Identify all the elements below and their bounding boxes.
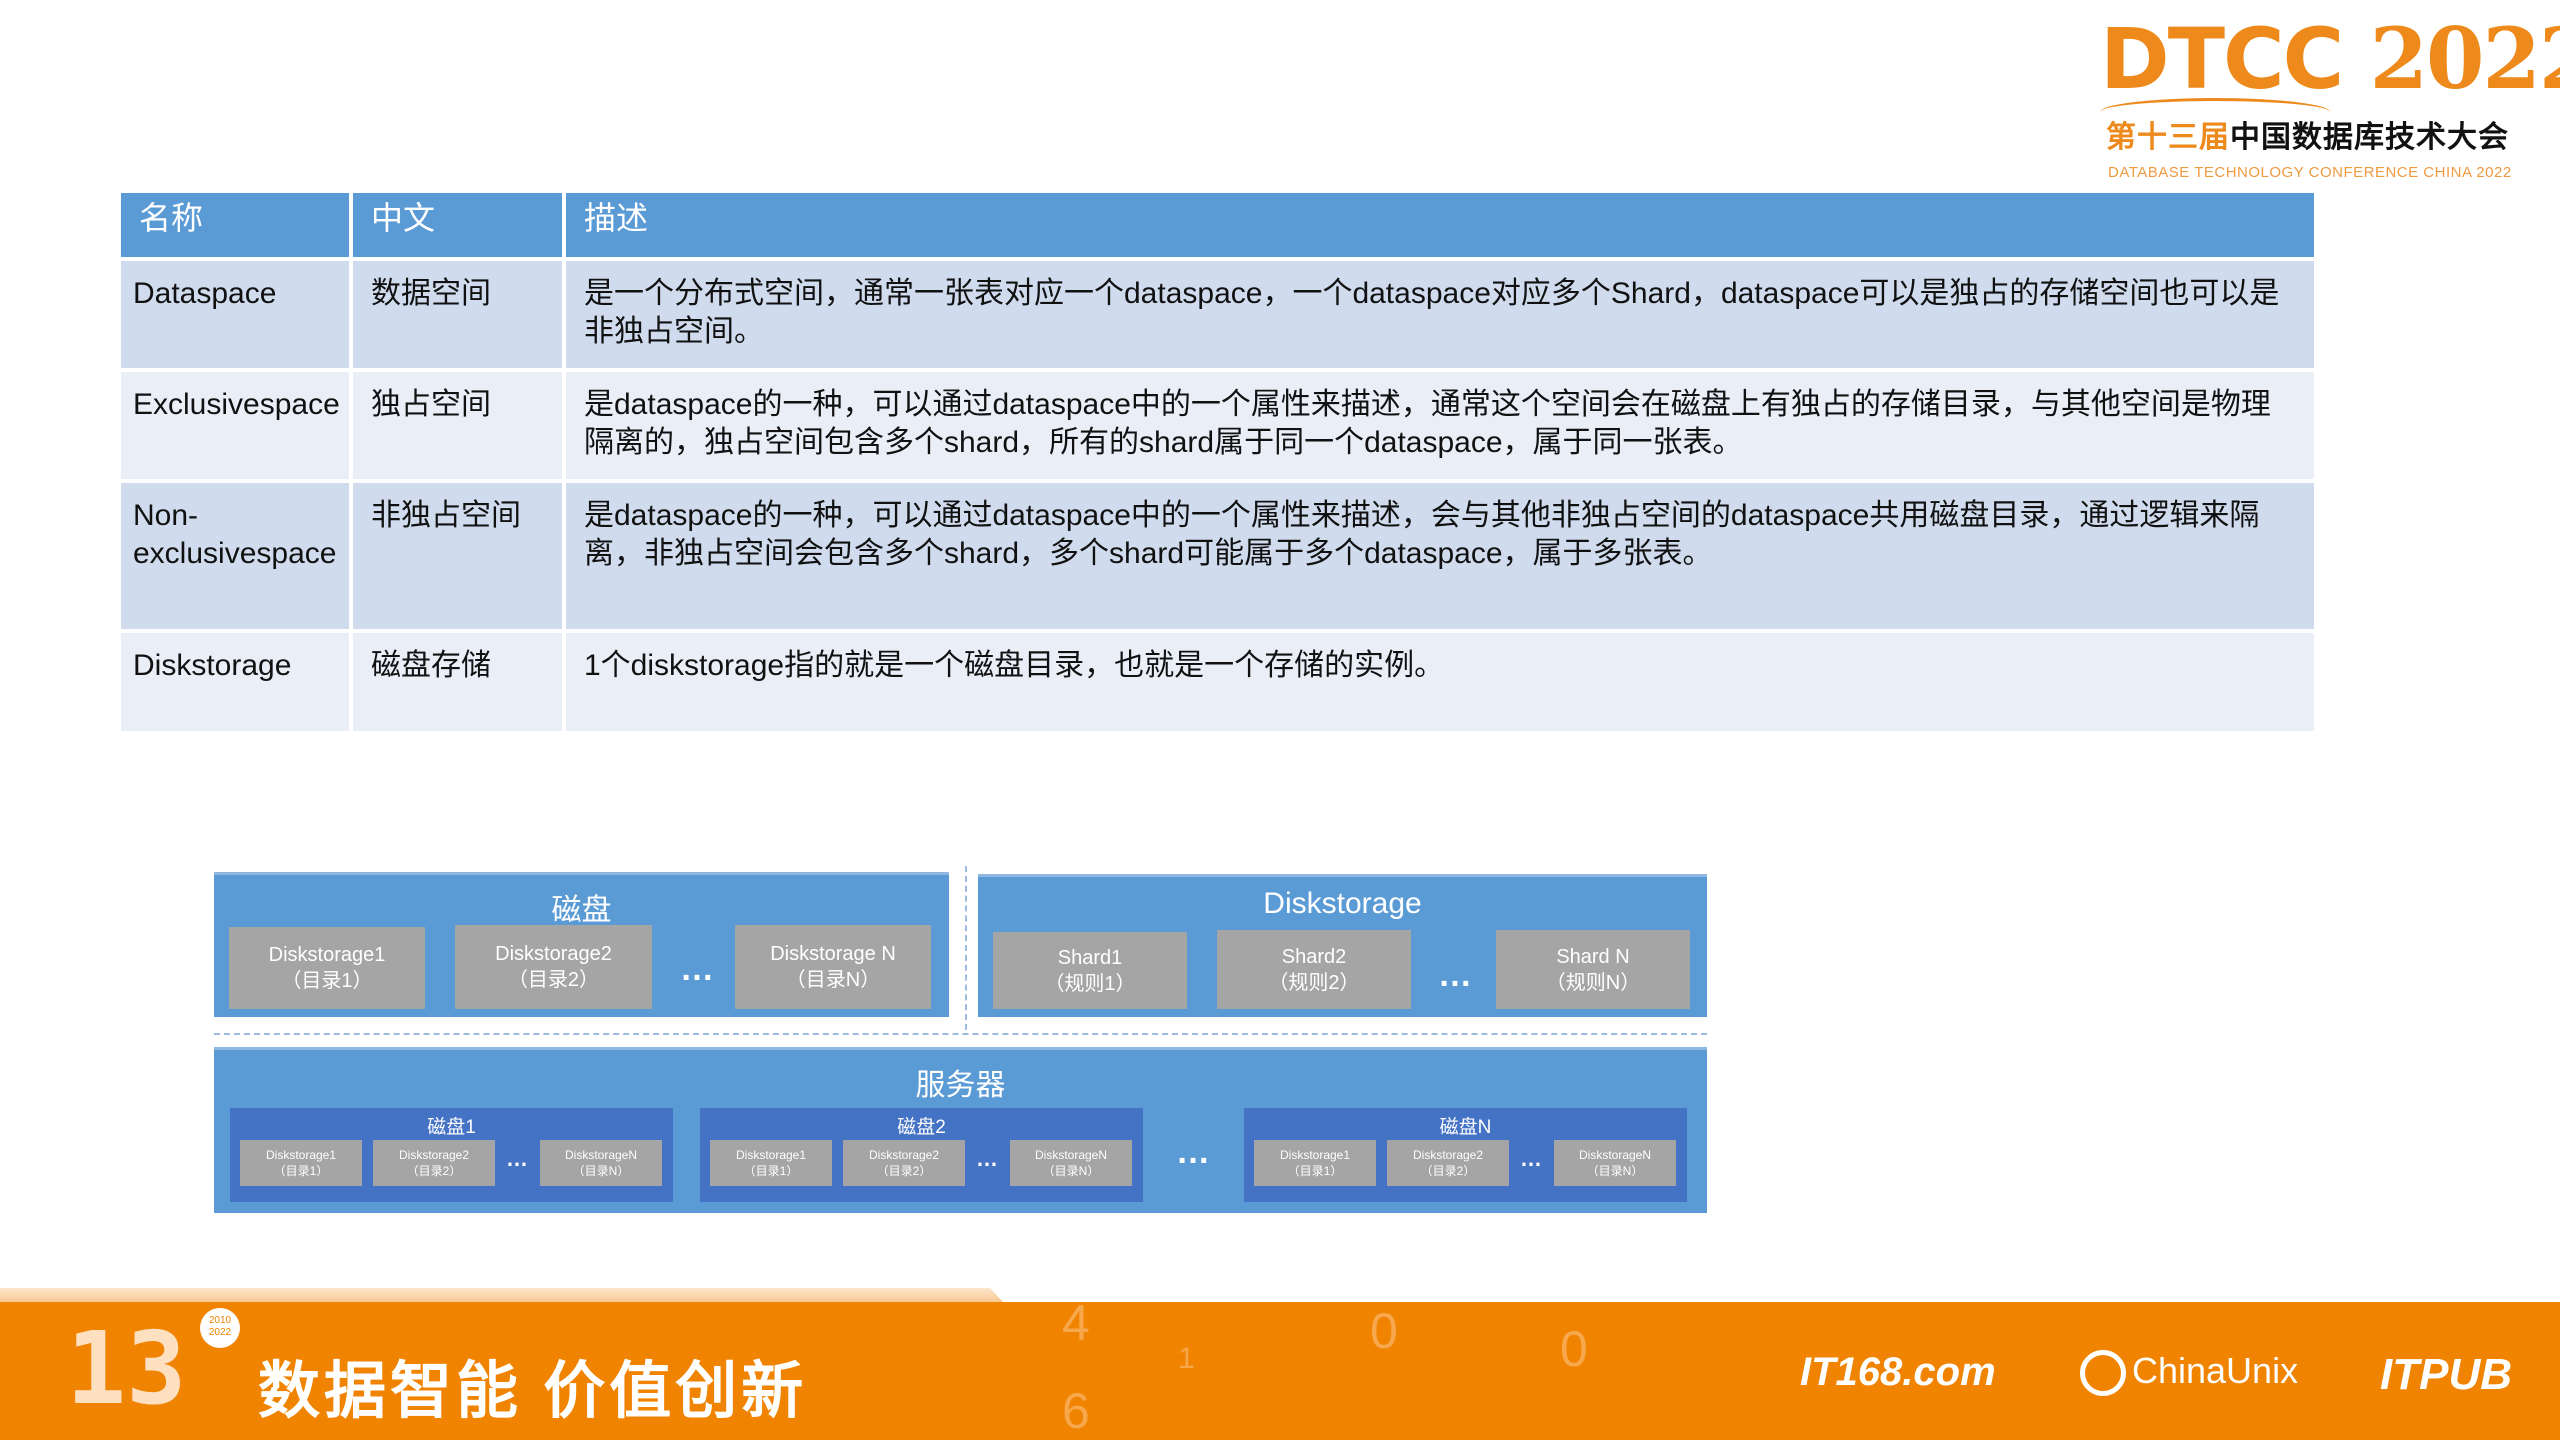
header-description: 描述 bbox=[566, 193, 2314, 257]
term-chinese: 数据空间 bbox=[353, 261, 566, 368]
diskstorage-box: Diskstorage2（目录2） bbox=[843, 1140, 965, 1186]
anniversary-logo: 13 bbox=[66, 1310, 187, 1427]
diskstorage-box: Diskstorage2（目录2） bbox=[1387, 1140, 1509, 1186]
table-row: Exclusivespace 独占空间 是dataspace的一种，可以通过da… bbox=[121, 372, 2314, 479]
diskstorage-box: Diskstorage1（目录1） bbox=[710, 1140, 832, 1186]
term-name: Non-exclusivespace bbox=[121, 483, 353, 629]
table-row: Diskstorage 磁盘存储 1个diskstorage指的就是一个磁盘目录… bbox=[121, 633, 2314, 731]
disk-box: 磁盘 Diskstorage1（目录1） Diskstorage2（目录2） …… bbox=[214, 872, 949, 1017]
header-name: 名称 bbox=[121, 193, 353, 257]
term-name: Diskstorage bbox=[121, 633, 353, 731]
chinaunix-icon bbox=[2080, 1350, 2126, 1397]
shard-box: Shard2（规则2） bbox=[1217, 930, 1411, 1009]
ellipsis: … bbox=[1176, 1133, 1210, 1171]
term-chinese: 磁盘存储 bbox=[353, 633, 566, 731]
ellipsis: … bbox=[680, 950, 714, 988]
diskstorage-box: Diskstorage2（目录2） bbox=[455, 925, 652, 1009]
terms-table: 名称 中文 描述 Dataspace 数据空间 是一个分布式空间，通常一张表对应… bbox=[121, 193, 2314, 735]
shard-box: Shard N（规则N） bbox=[1496, 930, 1690, 1009]
ellipsis: … bbox=[1520, 1146, 1542, 1171]
server-disk-1: 磁盘1 Diskstorage1（目录1） Diskstorage2（目录2） … bbox=[230, 1108, 673, 1202]
server-box: 服务器 磁盘1 Diskstorage1（目录1） Diskstorage2（目… bbox=[214, 1047, 1707, 1213]
table-header: 名称 中文 描述 bbox=[121, 193, 2314, 257]
term-description: 是一个分布式空间，通常一张表对应一个dataspace，一个dataspace对… bbox=[566, 261, 2314, 368]
diskstorage-box: Diskstorage1（目录1） bbox=[229, 927, 425, 1009]
term-description: 是dataspace的一种，可以通过dataspace中的一个属性来描述，会与其… bbox=[566, 483, 2314, 629]
server-disk-n: 磁盘N Diskstorage1（目录1） Diskstorage2（目录2） … bbox=[1244, 1108, 1687, 1202]
ellipsis: … bbox=[976, 1146, 998, 1171]
table-row: Non-exclusivespace 非独占空间 是dataspace的一种，可… bbox=[121, 483, 2314, 629]
dtcc-logo: DTCC 2022 第十三届中国数据库技术大会 DATABASE TECHNOL… bbox=[2100, 9, 2560, 181]
anniversary-badge: 2010 2022 bbox=[200, 1308, 240, 1348]
term-description: 1个diskstorage指的就是一个磁盘目录，也就是一个存储的实例。 bbox=[566, 633, 2314, 731]
header-chinese: 中文 bbox=[353, 193, 566, 257]
term-description: 是dataspace的一种，可以通过dataspace中的一个属性来描述，通常这… bbox=[566, 372, 2314, 479]
term-name: Dataspace bbox=[121, 261, 353, 368]
diskstorage-box: Diskstorage N（目录N） bbox=[735, 925, 931, 1009]
diskstorage-box-group: Diskstorage Shard1（规则1） Shard2（规则2） … Sh… bbox=[978, 874, 1707, 1017]
term-name: Exclusivespace bbox=[121, 372, 353, 479]
shard-box: Shard1（规则1） bbox=[993, 932, 1187, 1009]
it168-logo: IT168.com bbox=[1800, 1350, 1996, 1394]
term-chinese: 非独占空间 bbox=[353, 483, 566, 629]
term-chinese: 独占空间 bbox=[353, 372, 566, 479]
ellipsis: … bbox=[506, 1146, 528, 1171]
horizontal-divider bbox=[214, 1033, 1707, 1035]
diskstorage-title: Diskstorage bbox=[1263, 887, 1422, 920]
table-row: Dataspace 数据空间 是一个分布式空间，通常一张表对应一个dataspa… bbox=[121, 261, 2314, 368]
itpub-logo: ITPUB bbox=[2380, 1350, 2512, 1399]
footer-band: 4 6 0 0 1 bbox=[0, 1295, 2560, 1440]
ellipsis: … bbox=[1438, 956, 1472, 994]
diskstorage-box: DiskstorageN（目录N） bbox=[1554, 1140, 1676, 1186]
disk-title: 磁盘 bbox=[551, 894, 612, 927]
diskstorage-box: Diskstorage2（目录2） bbox=[373, 1140, 495, 1186]
vertical-divider bbox=[965, 866, 967, 1030]
diskstorage-box: Diskstorage1（目录1） bbox=[1254, 1140, 1376, 1186]
diskstorage-box: DiskstorageN（目录N） bbox=[1010, 1140, 1132, 1186]
slogan: 数据智能 价值创新 bbox=[258, 1357, 808, 1426]
footer-stripe bbox=[0, 1288, 1005, 1304]
server-title: 服务器 bbox=[915, 1069, 1006, 1102]
diskstorage-box: Diskstorage1（目录1） bbox=[240, 1140, 362, 1186]
server-disk-2: 磁盘2 Diskstorage1（目录1） Diskstorage2（目录2） … bbox=[700, 1108, 1143, 1202]
diskstorage-box: DiskstorageN（目录N） bbox=[540, 1140, 662, 1186]
chinaunix-logo: ChinaUnix bbox=[2080, 1350, 2298, 1397]
